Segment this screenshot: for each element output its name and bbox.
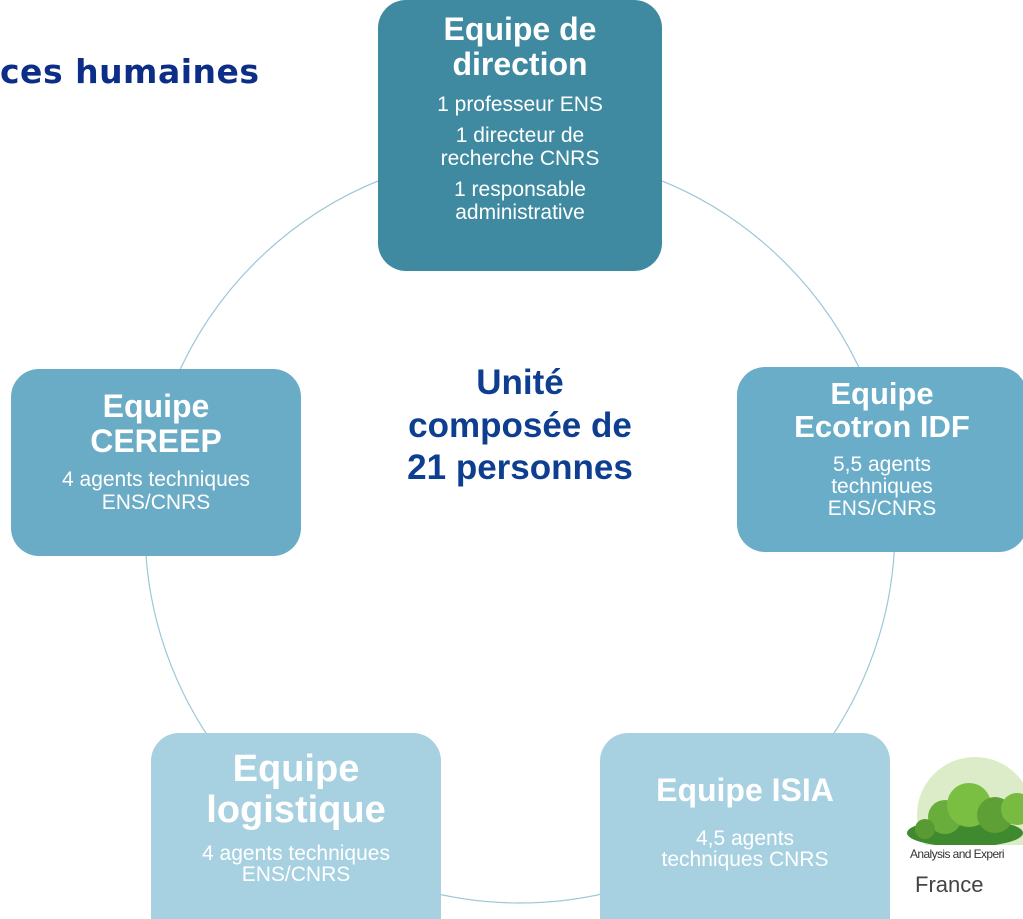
team-title: Equipe Ecotron IDF: [737, 377, 1023, 444]
team-title-line: Equipe: [232, 748, 360, 790]
team-box-direction: Equipe de direction 1 professeur ENS 1 d…: [378, 0, 662, 271]
logo-country: France: [915, 872, 984, 897]
team-detail: 1 directeur de recherche CNRS: [440, 124, 600, 171]
team-detail: 4,5 agents techniques CNRS: [661, 826, 829, 871]
team-title-line: direction: [452, 45, 588, 82]
team-title-line: logistique: [206, 789, 386, 832]
team-box-logistique: Equipe logistique 4 agents techniques EN…: [151, 733, 441, 919]
team-title-line: Equipe ISIA: [656, 772, 834, 808]
team-box-ecotron: Equipe Ecotron IDF 5,5 agents techniques…: [737, 367, 1023, 552]
team-box-isia: Equipe ISIA 4,5 agents techniques CNRS: [600, 733, 890, 919]
logo-emblem: [907, 757, 1023, 873]
unit-summary-line: composée de: [408, 405, 632, 445]
team-title: Equipe CEREEP: [11, 389, 301, 458]
team-detail: 5,5 agents techniques ENS/CNRS: [827, 452, 937, 521]
logo-caption: Analysis and Experi: [910, 847, 1005, 861]
unit-summary-line: Unité: [476, 363, 564, 402]
team-title-line: CEREEP: [90, 422, 222, 459]
team-title-line: Equipe: [830, 376, 934, 411]
team-box-cereep: Equipe CEREEP 4 agents techniques ENS/CN…: [11, 369, 301, 556]
team-title-line: Equipe de: [443, 11, 597, 47]
team-detail: 4 agents techniques ENS/CNRS: [62, 468, 250, 515]
team-title: Equipe de direction: [378, 12, 662, 81]
anaee-logo: Analysis and Experi France: [905, 745, 1023, 919]
team-detail: 1 professeur ENS: [437, 93, 603, 117]
team-title: Equipe ISIA: [600, 773, 890, 808]
page-title: ces humaines: [0, 52, 260, 91]
team-detail: 1 responsable administrative: [454, 178, 586, 225]
unit-summary: Unité composée de 21 personnes: [370, 362, 670, 490]
team-detail: 4 agents techniques ENS/CNRS: [202, 842, 390, 887]
unit-summary-line: 21 personnes: [407, 448, 633, 488]
team-title: Equipe logistique: [151, 748, 441, 832]
team-title-line: Equipe: [102, 388, 210, 424]
team-title-line: Ecotron IDF: [794, 409, 970, 445]
